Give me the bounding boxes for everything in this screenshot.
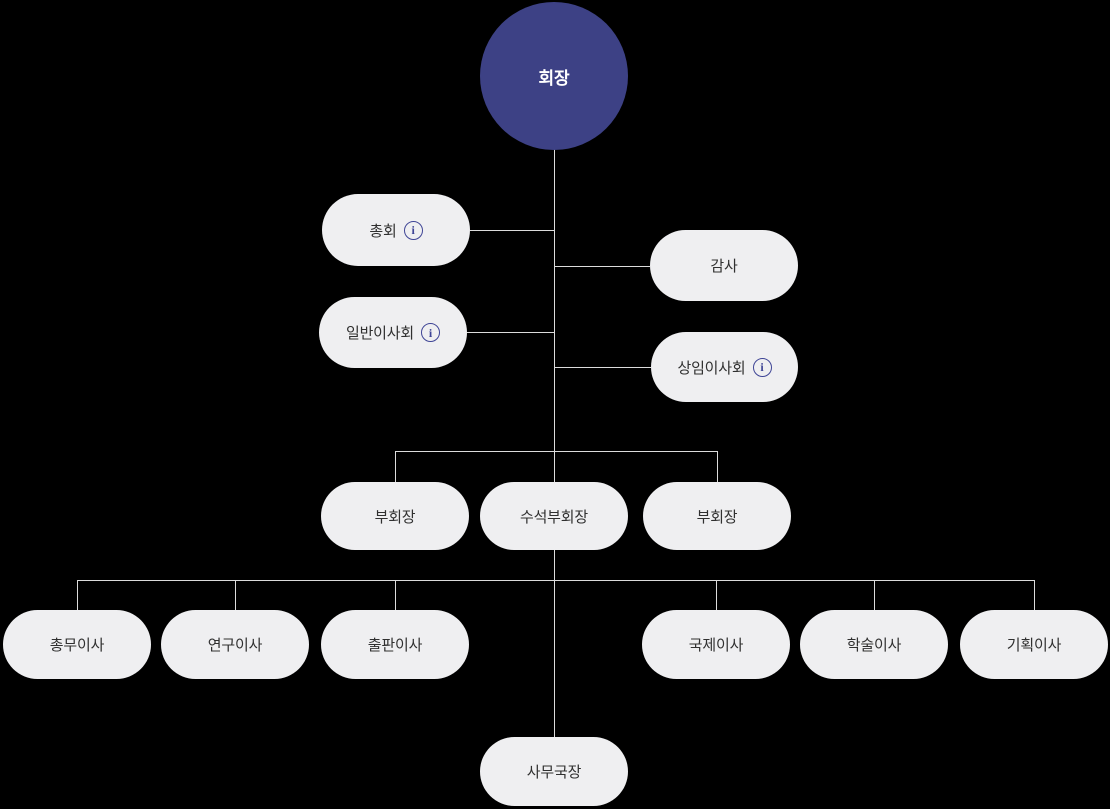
connector-stub-vp-left <box>395 451 396 482</box>
node-director-research: 연구이사 <box>161 610 309 679</box>
node-vice-president-right: 부회장 <box>643 482 791 550</box>
node-general-board-label: 일반이사회 <box>345 325 414 342</box>
node-director-academic-label: 학술이사 <box>846 637 902 654</box>
node-vice-president-left-label: 부회장 <box>374 508 416 526</box>
connector-stub-director-6 <box>1034 580 1035 610</box>
node-director-publication: 출판이사 <box>321 610 469 679</box>
node-director-international: 국제이사 <box>642 610 790 679</box>
connector-general-board <box>467 332 554 333</box>
connector-stub-vp-center <box>554 451 555 482</box>
node-audit: 감사 <box>650 230 798 301</box>
node-standing-board-label: 상임이사회 <box>677 359 746 377</box>
node-director-publication-label: 출판이사 <box>367 637 423 654</box>
connector-branch-vp <box>395 451 717 452</box>
node-senior-vice-president-label: 수석부회장 <box>519 508 588 526</box>
connector-assembly <box>470 230 554 231</box>
node-director-planning: 기획이사 <box>960 610 1108 679</box>
node-audit-label: 감사 <box>710 258 738 275</box>
connector-stub-director-1 <box>77 580 78 610</box>
node-secretary-general: 사무국장 <box>480 737 628 806</box>
connector-stub-director-4 <box>716 580 717 610</box>
node-director-planning-label: 기획이사 <box>1006 637 1062 654</box>
node-senior-vice-president: 수석부회장 <box>480 482 628 550</box>
node-standing-board: 상임이사회 i <box>651 332 798 402</box>
node-chairman: 회장 <box>480 2 628 150</box>
node-vice-president-right-label: 부회장 <box>696 508 738 526</box>
connector-trunk-mid <box>554 550 555 738</box>
node-director-general-affairs-label: 총무이사 <box>49 637 105 654</box>
node-chairman-label: 회장 <box>538 68 570 88</box>
node-vice-president-left: 부회장 <box>321 482 469 550</box>
node-director-research-label: 연구이사 <box>207 637 263 654</box>
node-general-assembly-label: 총회 <box>369 222 397 240</box>
connector-stub-director-2 <box>235 580 236 610</box>
connector-stub-director-3 <box>395 580 396 610</box>
connector-stub-vp-right <box>717 451 718 482</box>
connector-trunk-top <box>554 149 555 451</box>
node-general-assembly: 총회 i <box>322 194 470 266</box>
node-director-academic: 학술이사 <box>800 610 948 679</box>
connector-standing-board <box>554 367 651 368</box>
info-icon[interactable]: i <box>752 357 772 377</box>
connector-audit <box>554 266 650 267</box>
info-icon[interactable]: i <box>421 323 440 342</box>
node-general-board: 일반이사회 i <box>319 297 467 368</box>
info-icon[interactable]: i <box>403 220 423 240</box>
connector-branch-directors <box>77 580 1034 581</box>
node-secretary-general-label: 사무국장 <box>526 764 582 781</box>
node-director-international-label: 국제이사 <box>688 637 744 654</box>
connector-stub-director-5 <box>874 580 875 610</box>
node-director-general-affairs: 총무이사 <box>3 610 151 679</box>
